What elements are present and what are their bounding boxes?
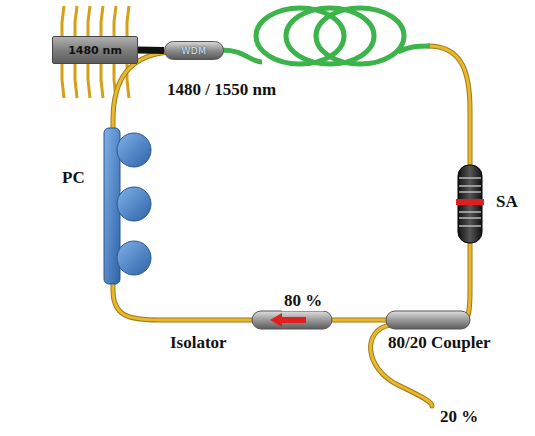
pump-pin [114, 6, 116, 38]
pump-pin [127, 6, 129, 38]
sa-ridge [459, 191, 481, 193]
pump-pin [101, 62, 103, 98]
fiber [398, 46, 430, 52]
saturable-absorber [456, 165, 484, 243]
node-text: WDM [181, 46, 206, 56]
node-text: 1480 nm [68, 44, 122, 57]
wavelength-label: 1480 / 1550 nm [165, 80, 278, 100]
sa-ridge [459, 217, 481, 219]
gain-fiber-coil [222, 8, 430, 64]
coupler-body [386, 311, 470, 329]
part-name: SA [494, 192, 520, 212]
pump-pin [88, 62, 90, 98]
pump-pin [62, 62, 64, 98]
pump-pin [75, 62, 77, 98]
sa-ridge [459, 211, 481, 213]
pump-pin [88, 6, 90, 38]
coupler [386, 311, 470, 329]
pc-paddle [117, 241, 151, 275]
wdm-coupler: WDM [164, 41, 224, 60]
coil-loop [316, 8, 404, 64]
pump-pin [101, 6, 103, 38]
ratio-label: 20 % [438, 407, 480, 427]
fiber [330, 318, 388, 323]
sa-ridge [459, 185, 481, 187]
pump-laser: 1480 nm [52, 36, 138, 64]
isolator-arrow-shaft [280, 317, 306, 323]
isolator-body [252, 311, 332, 329]
polarization-controller [104, 128, 151, 284]
fiber-connector [138, 47, 164, 55]
part-name: 80/20 Coupler [386, 333, 492, 353]
isolator-arrow-head [270, 313, 282, 327]
sa-ridge [459, 177, 481, 179]
ratio-label: 80 % [282, 291, 324, 311]
sa-ridge [459, 225, 481, 227]
pc-paddle [117, 187, 151, 221]
pump-pin [75, 6, 77, 38]
part-name: PC [60, 168, 87, 188]
pump-pin [62, 6, 64, 38]
pc-paddle [117, 133, 151, 167]
fiber [222, 50, 262, 62]
part-name: Isolator [168, 333, 229, 353]
fiber [330, 319, 388, 322]
sa-band [456, 199, 484, 205]
isolator [252, 311, 332, 329]
